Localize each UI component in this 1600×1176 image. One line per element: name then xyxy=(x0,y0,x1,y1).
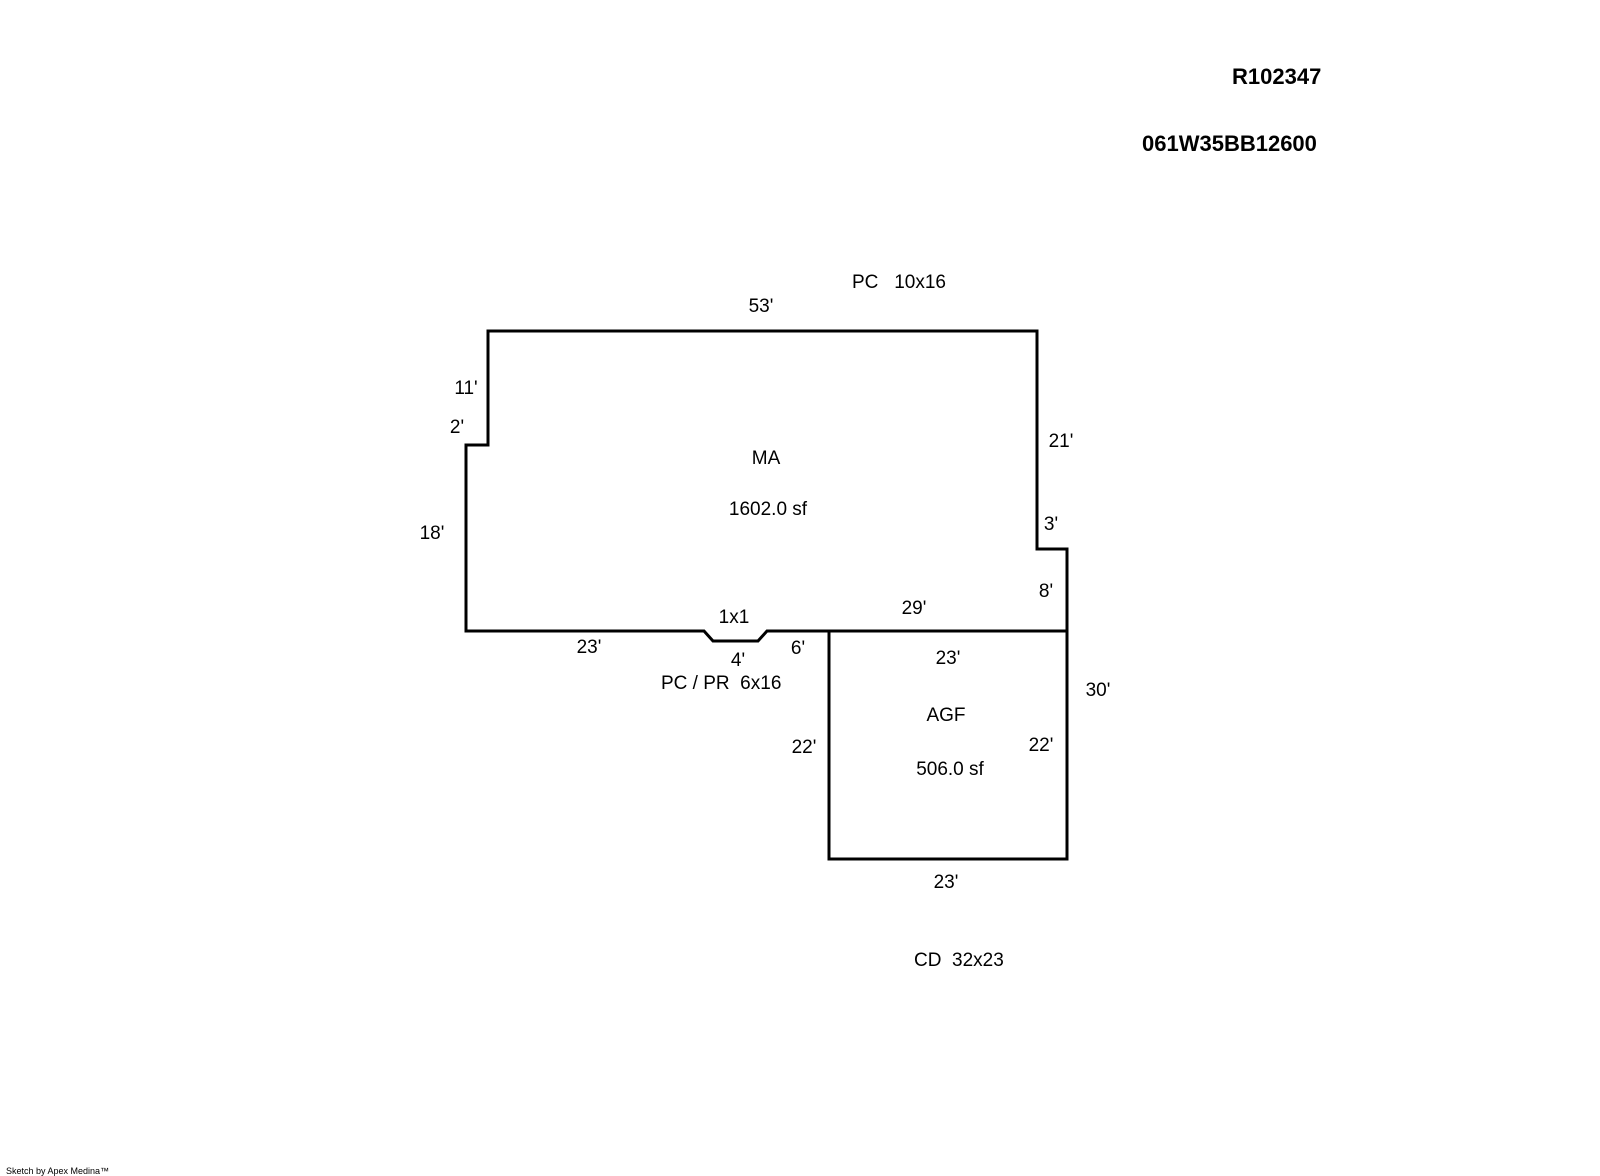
dim-garage-bottom: 23' xyxy=(934,872,959,893)
parcel-id: 061W35BB12600 xyxy=(1142,131,1317,156)
dim-bottom-mid: 6' xyxy=(791,638,805,659)
porch-top-note: PC 10x16 xyxy=(852,272,946,293)
dim-left-lower: 18' xyxy=(420,523,445,544)
dim-left-jog: 2' xyxy=(450,417,464,438)
dim-right-lower: 8' xyxy=(1039,581,1053,602)
deck-note: CD 32x23 xyxy=(914,950,1004,971)
main-area-outline xyxy=(464,329,1069,643)
main-area-code: MA xyxy=(752,448,781,469)
dim-right-upper: 21' xyxy=(1049,431,1074,452)
garage-area-size: 506.0 sf xyxy=(916,759,984,780)
porch-front-note: PC / PR 6x16 xyxy=(661,673,781,694)
garage-area-code: AGF xyxy=(926,705,965,726)
dim-garage-left: 22' xyxy=(792,737,817,758)
dim-left-upper: 11' xyxy=(454,378,477,399)
main-area-size: 1602.0 sf xyxy=(729,499,808,520)
dim-bay-width: 4' xyxy=(731,650,745,671)
bay-note: 1x1 xyxy=(719,607,750,628)
sketch-credit: Sketch by Apex Medina™ xyxy=(6,1166,110,1176)
record-id: R102347 xyxy=(1232,64,1322,89)
dim-bottom-left: 23' xyxy=(577,637,602,658)
dim-garage-right-inner: 22' xyxy=(1029,735,1054,756)
dim-garage-top-inner: 23' xyxy=(936,648,961,669)
dim-garage-right-outer: 30' xyxy=(1086,680,1111,701)
dim-top: 53' xyxy=(749,296,774,317)
dim-right-jog: 3' xyxy=(1044,514,1058,535)
dim-garage-top-outer: 29' xyxy=(902,598,927,619)
garage-outline xyxy=(827,629,1069,861)
